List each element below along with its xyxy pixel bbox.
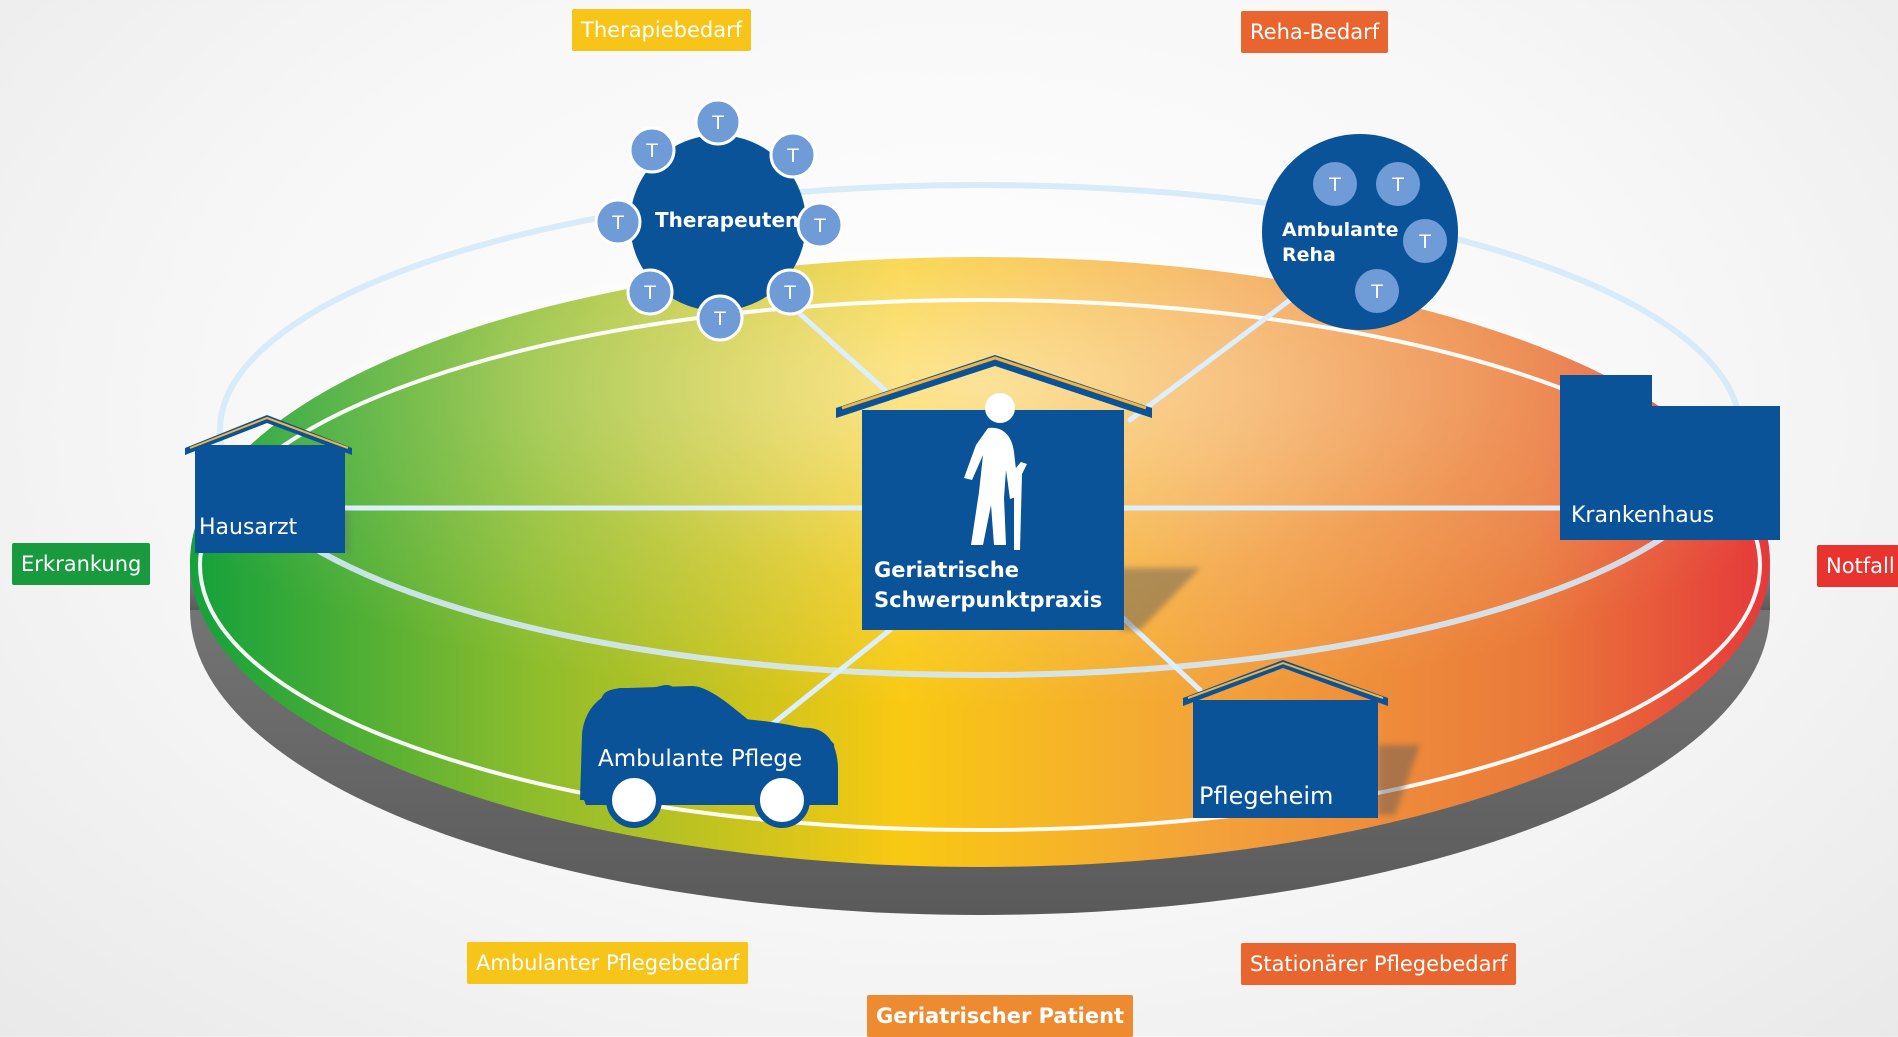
ambulante-reha-label-line1: Ambulante	[1282, 219, 1399, 241]
tag-ambulanter-pflegebedarf: Ambulanter Pflegebedarf	[467, 942, 749, 984]
tag-notfall: Notfall	[1817, 545, 1898, 587]
tag-geriatrischer-patient: Geriatrischer Patient	[867, 995, 1134, 1037]
ambulante-reha-cluster	[1262, 134, 1458, 330]
elderly-person-with-cane-icon	[964, 393, 1027, 550]
therapist-marker-4: T	[611, 212, 624, 234]
tag-therapiebedarf: Therapiebedarf	[572, 9, 752, 51]
therapist-marker-2: T	[645, 140, 658, 162]
center-label-line1: Geriatrische	[874, 558, 1019, 582]
therapist-marker-letters: T T T T T T T T T T T T	[611, 112, 1431, 330]
krankenhaus-label: Krankenhaus	[1571, 503, 1715, 528]
center-label-line2: Schwerpunktpraxis	[874, 588, 1103, 612]
therapeuten-label: Therapeuten	[655, 208, 800, 232]
therapist-marker-5: T	[813, 215, 826, 237]
tag-reha-bedarf: Reha-Bedarf	[1241, 11, 1389, 53]
therapist-marker-11: T	[1418, 231, 1431, 253]
therapeuten-cluster	[594, 98, 844, 342]
therapist-marker-1: T	[711, 112, 724, 134]
therapist-marker-12: T	[1370, 281, 1383, 303]
hospital-building-icon	[1560, 375, 1780, 540]
inner-ring	[198, 298, 1762, 832]
car-icon	[580, 684, 838, 828]
connector-ambulante-pflege	[762, 627, 893, 733]
connector-ambulante-reha	[1127, 297, 1293, 423]
ambulante-pflege-label: Ambulante Pflege	[598, 746, 803, 772]
house-icon-pflegeheim	[1183, 660, 1420, 818]
therapist-marker-8: T	[713, 308, 726, 330]
therapist-marker-7: T	[783, 282, 796, 304]
house-icon-hausarzt	[185, 415, 352, 553]
therapist-marker-3: T	[786, 145, 799, 167]
center-practice	[836, 355, 1200, 630]
tag-stationaerer-pflegebedarf: Stationärer Pflegebedarf	[1241, 943, 1517, 985]
therapist-marker-9: T	[1328, 174, 1341, 196]
ambulante-reha-label-line2: Reha	[1282, 244, 1336, 266]
connector-therapeuten	[787, 302, 888, 393]
therapist-markers	[594, 98, 844, 342]
therapist-marker-10: T	[1391, 174, 1404, 196]
hausarzt-label: Hausarzt	[199, 515, 298, 540]
tag-erkrankung: Erkrankung	[12, 543, 151, 585]
therapist-marker-6: T	[643, 282, 656, 304]
pflegeheim-label: Pflegeheim	[1199, 782, 1334, 810]
